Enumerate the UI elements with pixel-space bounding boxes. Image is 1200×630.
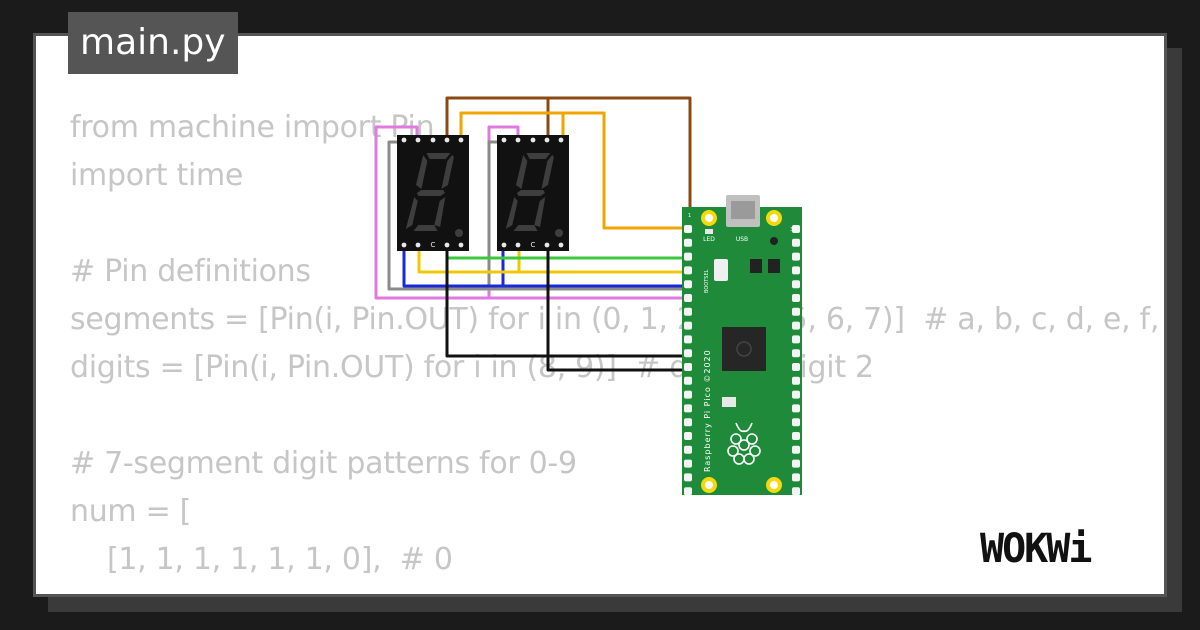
wire-brown-1 — [445, 96, 692, 228]
header-pin — [792, 363, 800, 371]
svg-text:2: 2 — [688, 227, 691, 233]
header-pin — [684, 418, 692, 427]
svg-text:39: 39 — [790, 227, 796, 233]
header-pin — [684, 487, 692, 496]
wire-orange-1 — [459, 111, 690, 230]
preview-card: from machine import Pin import time # Pin… — [33, 33, 1167, 597]
header-pin — [792, 445, 800, 454]
svg-text:C: C — [431, 241, 436, 249]
seven-segment-display-2[interactable]: C — [497, 135, 569, 251]
header-pin — [792, 473, 800, 482]
header-pin — [792, 432, 800, 440]
code-preview: from machine import Pin import time # Pin… — [70, 104, 1159, 594]
header-pin — [684, 459, 692, 468]
header-pin — [792, 349, 800, 358]
code-line: digits = [Pin(i, Pin.OUT) for i in (8, 9… — [70, 350, 874, 385]
header-pin — [684, 238, 692, 247]
file-tab[interactable]: main.py — [68, 12, 238, 74]
rp2040-chip-icon — [722, 327, 766, 371]
header-pin — [684, 266, 692, 275]
header-pin — [684, 307, 692, 316]
header-pin — [684, 280, 692, 289]
code-line: num = [ — [70, 494, 192, 529]
header-pin — [792, 225, 800, 233]
header-pin — [684, 252, 692, 261]
header-pin — [792, 459, 800, 468]
wire-pink-1 — [374, 125, 690, 300]
header-pin — [792, 266, 800, 275]
svg-text:C: C — [531, 241, 536, 249]
wire-yellow-1 — [417, 244, 690, 274]
svg-text:USB: USB — [736, 236, 748, 243]
header-pin — [792, 294, 800, 302]
header-pin — [684, 349, 692, 358]
code-line: [1, 1, 1, 1, 1, 1, 0], # 0 — [70, 542, 453, 577]
header-pin — [792, 335, 800, 344]
header-pin — [792, 238, 800, 247]
svg-text:LED: LED — [703, 236, 715, 243]
header-pin — [792, 487, 800, 496]
header-pin — [792, 376, 800, 385]
header-pin — [684, 294, 692, 302]
code-line: # Pin definitions — [70, 254, 311, 289]
header-pin — [792, 252, 800, 261]
svg-text:BOOTSEL: BOOTSEL — [704, 269, 710, 293]
header-pin — [792, 321, 800, 330]
header-pin — [684, 432, 692, 440]
header-pin — [684, 445, 692, 454]
header-pin — [684, 404, 692, 413]
header-pin — [684, 225, 692, 233]
code-line: from machine import Pin — [70, 110, 435, 145]
raspberry-logo-icon — [727, 422, 761, 465]
led-icon — [705, 229, 713, 234]
code-line: [0, 1, 1, 0, 0, 0, 0], # 1 — [70, 584, 1159, 594]
wokwi-logo: WOKWi — [980, 526, 1093, 572]
header-pin — [684, 473, 692, 482]
header-pin — [684, 376, 692, 385]
wire-black-2 — [546, 244, 690, 372]
wire-black-1 — [445, 244, 690, 358]
svg-text:1: 1 — [688, 213, 691, 219]
svg-text:Raspberry Pi Pico ©2020: Raspberry Pi Pico ©2020 — [703, 349, 712, 472]
header-pin — [792, 390, 800, 399]
header-pin — [792, 280, 800, 289]
raspberry-pi-pico-board[interactable]: USB LED 1 2 39 BOOTSEL Raspberry Pi Pico… — [682, 195, 802, 496]
header-pin — [684, 335, 692, 344]
code-line: import time — [70, 158, 244, 193]
seven-segment-display-1[interactable]: C — [397, 135, 469, 251]
header-pin — [792, 418, 800, 427]
bootsel-button — [714, 259, 728, 281]
wire-blue-1 — [402, 244, 690, 288]
header-pin — [792, 404, 800, 413]
header-pin — [684, 390, 692, 399]
code-line: # 7-segment digit patterns for 0-9 — [70, 446, 577, 481]
header-pin — [792, 307, 800, 316]
header-pin — [684, 321, 692, 330]
header-pin — [684, 363, 692, 371]
svg-text:WOKWi: WOKWi — [980, 526, 1091, 572]
